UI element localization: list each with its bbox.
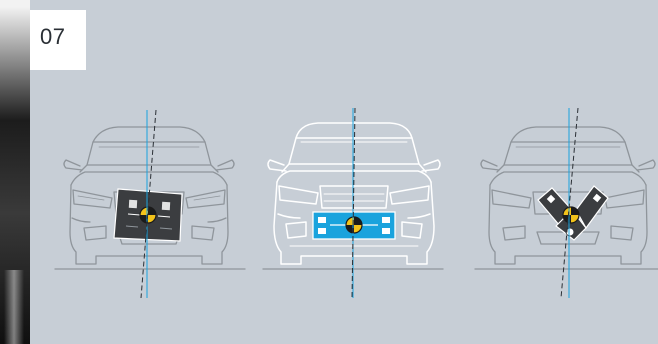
crash-test-target-icon xyxy=(563,207,579,223)
car-right xyxy=(475,127,658,269)
crash-test-target-icon xyxy=(346,217,362,233)
